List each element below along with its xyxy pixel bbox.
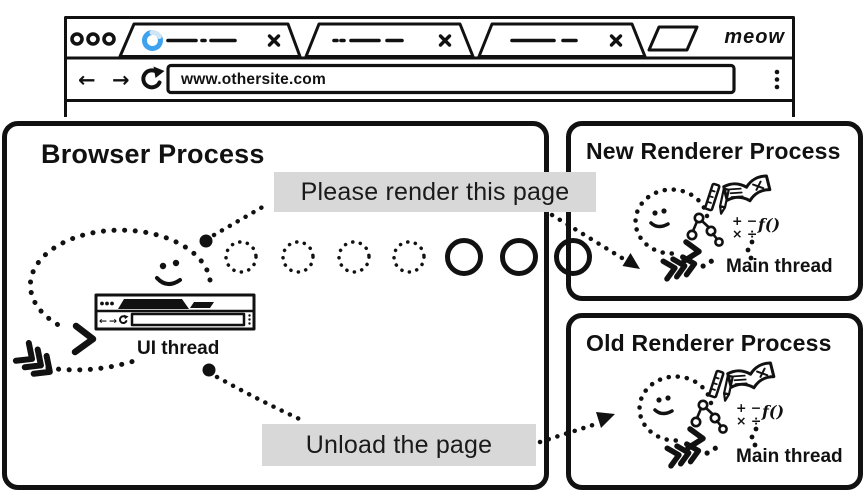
- tab-1[interactable]: [118, 22, 302, 58]
- old-renderer-process-box: Old Renderer Process: [566, 313, 863, 490]
- old-renderer-process-title: Old Renderer Process: [586, 330, 832, 356]
- window-controls-icon: [70, 32, 116, 46]
- main-thread-label-old: Main thread: [736, 446, 843, 467]
- message-unload-label: Unload the page: [262, 424, 536, 466]
- brand-text: meow: [724, 26, 785, 48]
- overflow-menu-icon[interactable]: [774, 69, 780, 90]
- tab-close-icon[interactable]: [267, 34, 281, 47]
- new-renderer-process-title: New Renderer Process: [586, 138, 841, 164]
- back-icon[interactable]: ←: [78, 68, 96, 92]
- browser-chrome-drawing: ← →: [64, 16, 795, 117]
- forward-icon[interactable]: →: [112, 68, 130, 92]
- spinner-icon: [141, 30, 163, 51]
- tab-2[interactable]: [304, 22, 475, 58]
- ui-thread-label: UI thread: [137, 338, 220, 359]
- window-frame: [64, 16, 795, 117]
- message-render-label: Please render this page: [274, 172, 596, 212]
- url-bar[interactable]: [166, 63, 736, 95]
- url-text: www.othersite.com: [181, 71, 326, 88]
- new-tab-button[interactable]: [647, 25, 699, 52]
- reload-icon[interactable]: [141, 66, 165, 90]
- browser-process-title: Browser Process: [41, 139, 265, 169]
- browser-window-mockup: ← → www.othersite.com meow: [64, 16, 795, 117]
- main-thread-label-new: Main thread: [726, 256, 833, 277]
- tab-3[interactable]: [477, 22, 647, 58]
- tab-close-icon[interactable]: [609, 34, 623, 47]
- tab-close-icon[interactable]: [438, 34, 452, 47]
